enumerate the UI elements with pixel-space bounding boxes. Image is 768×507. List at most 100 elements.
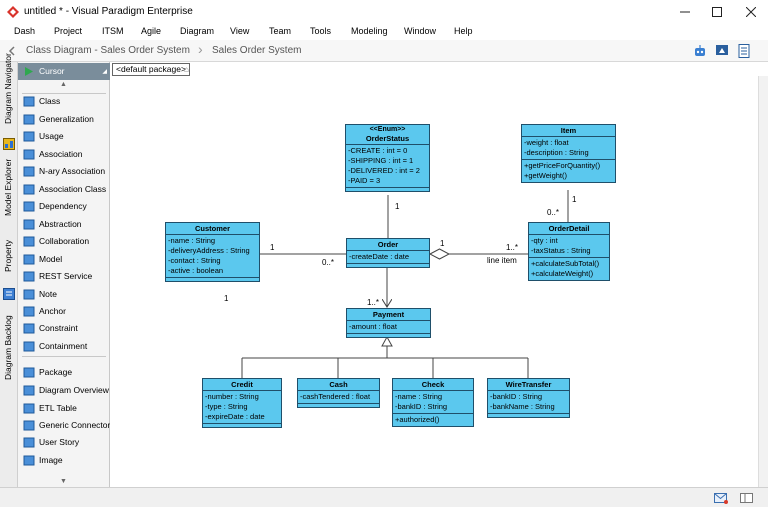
palette-item-class[interactable]: Class: [18, 93, 110, 110]
class-header: Payment: [347, 309, 430, 321]
palette-item-anchor[interactable]: Anchor: [18, 303, 110, 320]
class-attribute[interactable]: -CREATE : int = 0: [348, 146, 408, 155]
class-attribute[interactable]: -createDate : date: [349, 252, 410, 261]
palette-item-note[interactable]: Note: [18, 286, 110, 303]
palette-item-usage[interactable]: Usage: [18, 128, 110, 145]
class-attribute[interactable]: -taxStatus : String: [531, 246, 591, 255]
menu-view[interactable]: View: [230, 26, 250, 36]
palette-scroll-down-icon[interactable]: ▼: [60, 478, 67, 485]
palette-item-generalization[interactable]: Generalization: [18, 111, 110, 128]
class-attribute[interactable]: -bankID : String: [490, 392, 543, 401]
class-customer[interactable]: Customer-name : String-deliveryAddress :…: [165, 222, 260, 282]
class-attribute[interactable]: -bankName : String: [490, 402, 555, 411]
palette-item-image[interactable]: Image: [18, 452, 110, 469]
palette-item-containment[interactable]: Containment: [18, 338, 110, 355]
class-attribute[interactable]: -number : String: [205, 392, 259, 401]
palette-item-nary-association[interactable]: N-ary Association: [18, 163, 110, 180]
class-attribute[interactable]: -contact : String: [168, 256, 221, 265]
layout-panel-icon[interactable]: [740, 492, 754, 504]
property-icon[interactable]: [3, 288, 15, 300]
class-operation[interactable]: +calculateSubTotal(): [531, 259, 600, 268]
mail-notification-icon[interactable]: [714, 492, 728, 504]
class-attribute[interactable]: -PAID = 3: [348, 176, 381, 185]
package-tab[interactable]: <default package>: [112, 63, 190, 76]
class-attribute[interactable]: -deliveryAddress : String: [168, 246, 250, 255]
class-attribute[interactable]: -type : String: [205, 402, 248, 411]
class-order-status[interactable]: <<Enum>>OrderStatus-CREATE : int = 0-SHI…: [345, 124, 430, 192]
menu-window[interactable]: Window: [404, 26, 437, 36]
class-attribute[interactable]: -active : boolean: [168, 266, 224, 275]
class-cash[interactable]: Cash-cashTendered : float: [297, 378, 380, 408]
palette-item-rest-service[interactable]: REST Service: [18, 268, 110, 285]
menu-diagram[interactable]: Diagram: [180, 26, 215, 36]
palette-item-constraint[interactable]: Constraint: [18, 320, 110, 337]
menu-dash[interactable]: Dash: [14, 26, 36, 36]
class-attribute[interactable]: -name : String: [168, 236, 216, 245]
menu-project[interactable]: Project: [54, 26, 83, 36]
palette-item-generic-connector[interactable]: Generic Connector: [18, 417, 110, 434]
class-order[interactable]: Order-createDate : date: [346, 238, 430, 268]
breadcrumb-package[interactable]: Sales Order System: [212, 45, 302, 56]
breadcrumb-diagram[interactable]: Class Diagram - Sales Order System: [26, 45, 190, 56]
class-operation[interactable]: +getWeight(): [524, 171, 568, 180]
tab-diagram-backlog[interactable]: Diagram Backlog: [0, 306, 18, 386]
canvas-scrollbar[interactable]: [758, 76, 768, 487]
class-check[interactable]: Check-name : String-bankID : String+auth…: [392, 378, 474, 427]
menu-team[interactable]: Team: [269, 26, 292, 36]
class-attribute[interactable]: -description : String: [524, 148, 589, 157]
menu-agile[interactable]: Agile: [141, 26, 162, 36]
palette-item-model[interactable]: Model: [18, 251, 110, 268]
class-payment[interactable]: Payment-amount : float: [346, 308, 431, 338]
minimize-button[interactable]: [668, 0, 702, 24]
menu-modeling[interactable]: Modeling: [351, 26, 388, 36]
class-credit[interactable]: Credit-number : String-type : String-exp…: [202, 378, 282, 428]
palette-scroll-up-icon[interactable]: ▲: [60, 81, 67, 88]
tab-diagram-navigator[interactable]: Diagram Navigator: [0, 53, 18, 134]
class-item[interactable]: Item-weight : float-description : String…: [521, 124, 616, 183]
back-arrow-icon[interactable]: [8, 45, 20, 57]
palette-cursor[interactable]: Cursor ◢: [18, 63, 110, 80]
tab-model-explorer[interactable]: Model Explorer: [0, 154, 18, 224]
palette-item-label: Package: [39, 367, 73, 377]
palette-item-collaboration[interactable]: Collaboration: [18, 233, 110, 250]
tab-property[interactable]: Property: [0, 232, 18, 278]
palette-item-association[interactable]: Association: [18, 146, 110, 163]
multiplicity-label: 1: [224, 294, 229, 303]
menu-help[interactable]: Help: [454, 26, 473, 36]
class-attribute[interactable]: -bankID : String: [395, 402, 448, 411]
palette-item-dependency[interactable]: Dependency: [18, 198, 110, 215]
class-operations: +authorized(): [393, 414, 473, 426]
palette-item-association-class[interactable]: Association Class: [18, 181, 110, 198]
class-attribute[interactable]: -DELIVERED : int = 2: [348, 166, 420, 175]
tools-robot-icon[interactable]: [692, 43, 708, 59]
maximize-button[interactable]: [700, 0, 734, 24]
class-order-detail[interactable]: OrderDetail-qty : int-taxStatus : String…: [528, 222, 610, 281]
class-operations: [346, 188, 429, 191]
class-attribute[interactable]: -name : String: [395, 392, 443, 401]
class-attribute[interactable]: -cashTendered : float: [300, 392, 371, 401]
package-tab-pin-icon[interactable]: ⌂: [184, 65, 189, 74]
menu-tools[interactable]: Tools: [310, 26, 332, 36]
class-operation[interactable]: +getPriceForQuantity(): [524, 161, 601, 170]
menu-itsm[interactable]: ITSM: [102, 26, 124, 36]
presentation-icon[interactable]: [714, 43, 730, 59]
class-attribute[interactable]: -weight : float: [524, 138, 569, 147]
palette-item-package[interactable]: Package: [18, 364, 110, 381]
palette-item-label: Image: [39, 455, 63, 465]
palette-item-etl-table[interactable]: ETL Table: [18, 400, 110, 417]
class-wire-transfer[interactable]: WireTransfer-bankID : String-bankName : …: [487, 378, 570, 418]
palette-item-user-story[interactable]: User Story: [18, 434, 110, 451]
class-attribute[interactable]: -SHIPPING : int = 1: [348, 156, 414, 165]
diagram-navigator-icon[interactable]: [3, 138, 15, 150]
document-icon[interactable]: [736, 43, 752, 59]
class-operation[interactable]: +calculateWeight(): [531, 269, 594, 278]
palette-item-label: Anchor: [39, 306, 66, 316]
diagram-canvas[interactable]: <default package> ⌂: [110, 62, 768, 487]
close-button[interactable]: [734, 0, 768, 24]
palette-item-abstraction[interactable]: Abstraction: [18, 216, 110, 233]
class-attribute[interactable]: -expireDate : date: [205, 412, 265, 421]
class-operation[interactable]: +authorized(): [395, 415, 440, 424]
class-attribute[interactable]: -amount : float: [349, 322, 397, 331]
palette-item-diagram-overview[interactable]: Diagram Overview: [18, 382, 110, 399]
class-attribute[interactable]: -qty : int: [531, 236, 558, 245]
